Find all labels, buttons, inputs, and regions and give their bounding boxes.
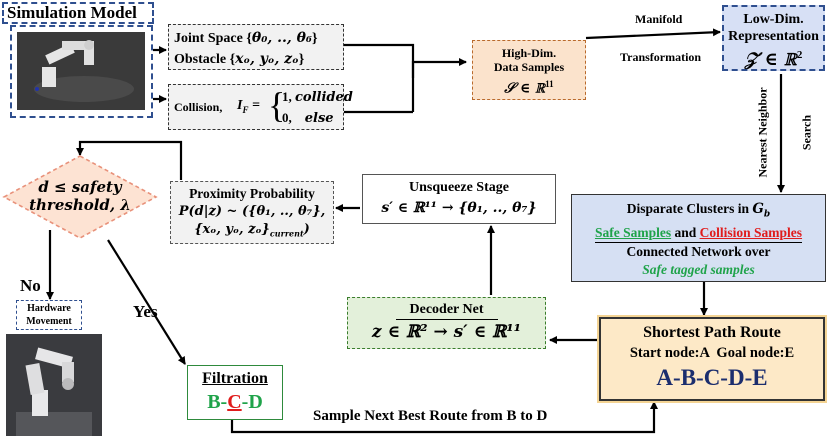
transformation-label: Transformation [620, 50, 702, 64]
joint-space-line: Joint Space {θ₀, .., θ₆} [174, 30, 318, 46]
arrow-proximity-to-decision [76, 140, 183, 180]
safety-threshold-decision: d ≤ safety threshold, λ [2, 154, 158, 240]
low-dim-representation-box: Low-Dim. Representation 𝒵 ∈ ℝ2 [722, 5, 825, 71]
hardware-movement-label: Hardware Movement [16, 300, 82, 330]
arrow-manifold [585, 28, 721, 40]
brace-symbol: { [268, 85, 286, 125]
nearest-neighbor-label: Nearest Neighbor [755, 87, 770, 178]
proximity-probability-box: Proximity Probability P(d|z) ~ ({θ₁, ..,… [170, 181, 334, 244]
high-dim-samples-box: High-Dim. Data Samples 𝒮 ∈ ℝ11 [472, 40, 586, 100]
yes-label: Yes [133, 302, 158, 321]
merge-joint [344, 43, 415, 112]
sample-next-route-label: Sample Next Best Route from B to D [313, 408, 548, 424]
decision-diamond-shape [2, 155, 158, 239]
simulation-model-title: Simulation Model [2, 2, 154, 24]
collision-box: Collision, IF = { 1, collided 0, else [168, 84, 353, 130]
hardware-robot-photo [6, 334, 102, 436]
arrow-filtration-to-shortest [230, 401, 658, 434]
manifold-label: Manifold [635, 12, 683, 26]
filtration-box: Filtration B-C-D [187, 365, 283, 420]
no-label: No [20, 276, 41, 295]
arrow-to-highdim [411, 58, 467, 78]
joint-obstacle-box: Joint Space {θ₀, .., θ₆} Obstacle {xₒ, y… [168, 24, 344, 70]
search-label: Search [799, 114, 814, 151]
robot-simulation-image [10, 25, 153, 118]
physical-robot-render [6, 334, 102, 436]
route-node-d: D [248, 391, 263, 413]
route-node-c: C [227, 391, 242, 413]
unsqueeze-stage-box: Unsqueeze Stage s′ ∈ ℝ¹¹ → {θ₁, .., θ₇} [362, 174, 556, 224]
disparate-clusters-box: Disparate Clusters in Gb Safe Samples an… [571, 194, 826, 282]
clusters-samples-line: Safe Samples and Collision Samples [594, 224, 803, 243]
shortest-path-route-box: Shortest Path Route Start node:A Goal no… [599, 317, 825, 401]
arrow-yes [107, 239, 186, 365]
decoder-net-box: Decoder Net z ∈ ℝ² → s′ ∈ ℝ¹¹ [347, 297, 546, 349]
obstacle-line: Obstacle {xₒ, yₒ, zₒ} [174, 51, 305, 67]
clusters-title: Disparate Clusters in Gb [626, 201, 771, 220]
robot-arm-render [17, 32, 145, 110]
route-node-b: B [207, 391, 221, 413]
